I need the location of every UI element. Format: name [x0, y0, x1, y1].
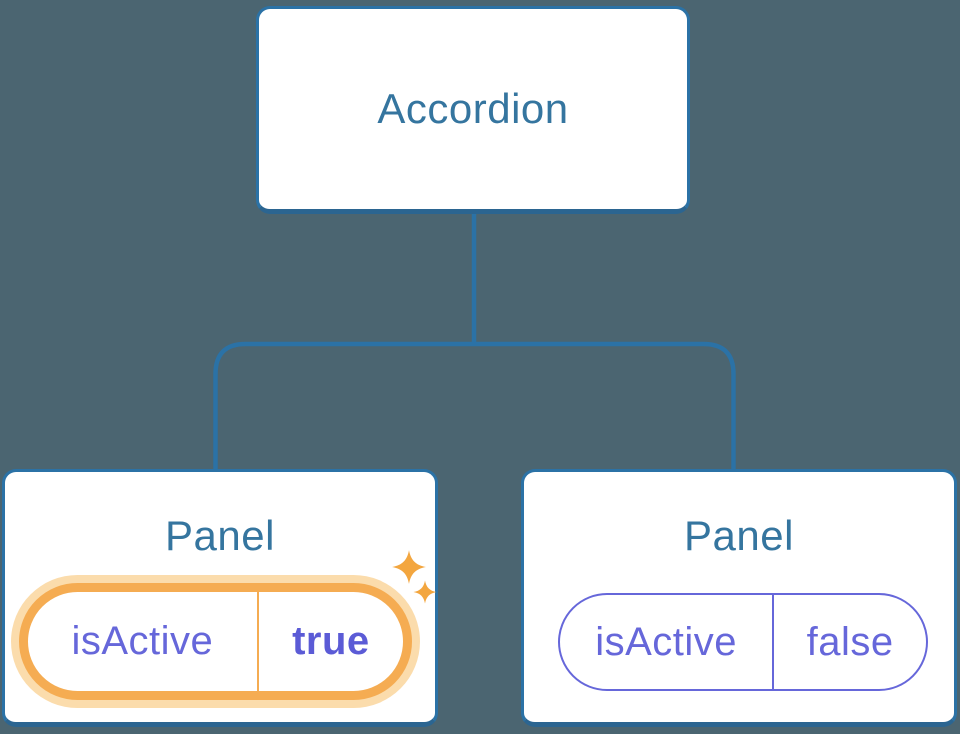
connector-branch-line	[213, 341, 736, 470]
state-value-label: true	[292, 619, 370, 663]
state-key-label: isActive	[71, 619, 214, 663]
state-value-label: false	[806, 619, 894, 664]
panel-node-active: Panel isActive true	[2, 469, 438, 727]
state-pill-active: isActive true	[19, 583, 412, 700]
accordion-node: Accordion	[256, 6, 690, 214]
panel-node-label: Panel	[684, 512, 794, 559]
sparkle-icon-small	[413, 580, 437, 604]
sparkle-icon-large	[392, 550, 426, 584]
state-pill-inactive: isActive false	[558, 593, 928, 691]
state-key-label: isActive	[595, 619, 738, 664]
panel-node-label: Panel	[165, 512, 275, 559]
pill-divider	[256, 592, 259, 691]
panel-node-inactive: Panel isActive false	[521, 469, 957, 727]
accordion-node-label: Accordion	[377, 85, 569, 132]
pill-divider	[772, 595, 775, 689]
